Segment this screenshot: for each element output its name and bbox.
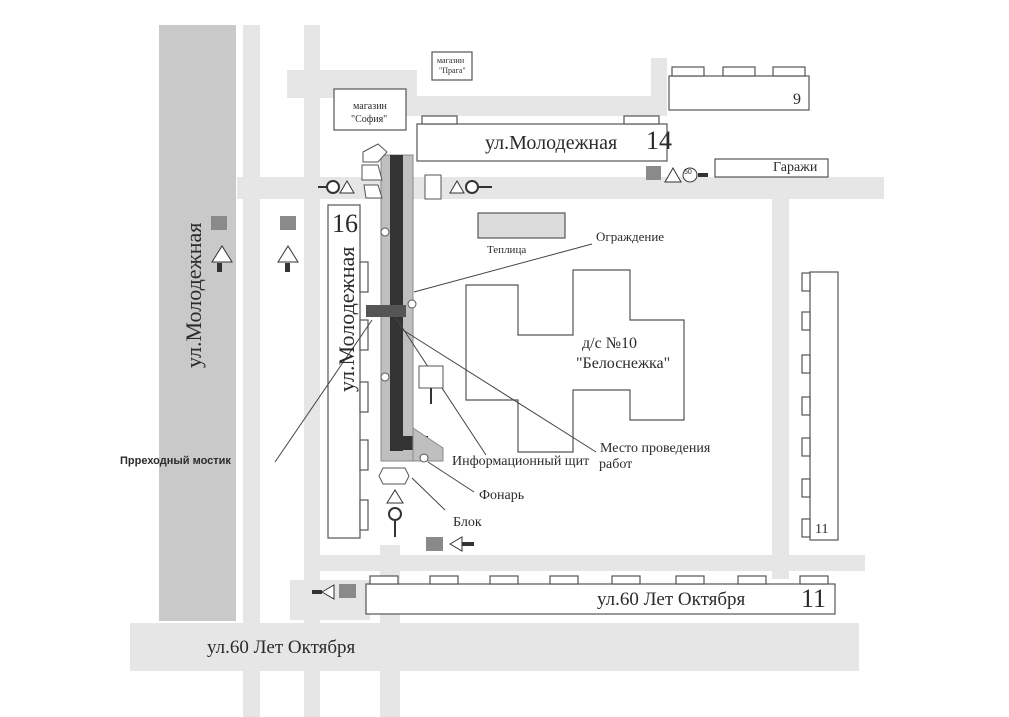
building-number-14: 14 [646, 126, 672, 155]
leader-block [411, 477, 446, 511]
concrete-block-mid [424, 174, 442, 200]
street-label-molodezhnaya-top: ул.Молодежная [485, 132, 618, 154]
road-works-sign-3-icon [386, 489, 404, 537]
road-lane-left [243, 25, 260, 717]
building-11-right-bay-3 [801, 354, 811, 374]
concrete-block-bottom [378, 467, 410, 485]
leader-lamp [427, 461, 475, 493]
road-bottom-connector [305, 555, 865, 571]
concrete-blocks-top [361, 143, 388, 199]
building-16 [327, 204, 361, 539]
buildings [327, 51, 839, 615]
building-number-16: 16 [332, 209, 358, 238]
shop-sofia-label-2: "София" [351, 114, 388, 125]
building-11-right-bay-1 [801, 272, 811, 292]
street-label-molodezhnaya-main: ул.Молодежная [181, 222, 206, 368]
shop-praga [431, 51, 473, 81]
building-16-bay-1 [359, 261, 369, 293]
building-14-bay-2 [623, 115, 660, 125]
footbridge-annotation: Прреходный мостик [120, 455, 231, 467]
road-oktyabrya [130, 623, 859, 671]
building-9-bay-3 [772, 66, 806, 77]
work-site-annotation-1: Место проведения [600, 441, 711, 456]
building-11-bottom-bay-5 [611, 575, 641, 585]
building-9-bay-1 [671, 66, 705, 77]
no-entry-sign-left-icon [318, 180, 355, 194]
building-9 [668, 75, 810, 111]
building-14-bay-1 [421, 115, 458, 125]
road-bottom-left [290, 580, 370, 620]
kindergarten-building [465, 269, 685, 453]
fence-post-2 [407, 299, 417, 309]
shop-praga-label-1: магазин [437, 56, 465, 65]
work-site-annotation-2: работ [599, 457, 633, 472]
lamp-annotation: Фонарь [479, 488, 525, 503]
fence-annotation: Ограждение [596, 229, 665, 244]
garages-building [714, 158, 829, 178]
building-11-right-bay-4 [801, 396, 811, 416]
building-9-bay-2 [722, 66, 756, 77]
building-16-bay-4 [359, 439, 369, 471]
garages-label: Гаражи [773, 160, 818, 175]
speed-limit-value: 50 [684, 169, 692, 176]
work-zone-trench [390, 155, 403, 451]
footbridge [366, 305, 406, 317]
work-zone-hatch-foot [412, 427, 444, 462]
building-11-bottom [365, 583, 836, 615]
building-11-bottom-bay-4 [549, 575, 579, 585]
street-label-oktyabrya-building: ул.60 Лет Октября [597, 589, 746, 610]
work-zone [361, 143, 444, 485]
building-11-bottom-bay-8 [799, 575, 829, 585]
traffic-signs [211, 166, 708, 600]
building-11-bottom-bay-1 [369, 575, 399, 585]
shop-sofia [333, 88, 407, 131]
road-works-sign-2-icon [277, 216, 299, 272]
leader-fence [413, 243, 593, 293]
info-board-icon [418, 365, 444, 404]
leader-work-site [402, 329, 597, 453]
kindergarten-label-1: д/с №10 [582, 335, 637, 352]
building-16-bay-2 [359, 319, 369, 351]
road-works-sign-icon [211, 216, 233, 272]
kindergarten-label-2: "Белоснежка" [576, 355, 671, 372]
road-top-horizontal [405, 96, 660, 116]
info-board-annotation: Информационный щит [452, 454, 590, 469]
no-entry-sign-right-icon [449, 180, 492, 194]
building-11-bottom-bay-2 [429, 575, 459, 585]
fence-post-1 [380, 227, 390, 237]
building-number-9: 9 [793, 91, 801, 108]
street-label-molodezhnaya-inner: ул.Молодежная [334, 246, 359, 392]
building-11-right-bay-5 [801, 437, 811, 457]
detour-sign-icon [426, 536, 474, 552]
leader-footbridge [274, 319, 373, 463]
building-number-11-right: 11 [815, 522, 829, 537]
greenhouse-building [477, 212, 566, 239]
shop-praga-label-2: "Прага" [439, 66, 466, 75]
building-11-bottom-bay-7 [737, 575, 767, 585]
fence-post-4 [419, 453, 429, 463]
road-right-vertical [772, 199, 789, 579]
building-16-bay-3 [359, 381, 369, 413]
street-label-oktyabrya-road: ул.60 Лет Октября [207, 637, 356, 658]
building-11-bottom-bay-6 [675, 575, 705, 585]
building-14 [416, 123, 668, 162]
block-annotation: Блок [453, 515, 482, 530]
detour-sign-bottom-icon [312, 584, 356, 600]
building-11-bottom-bay-3 [489, 575, 519, 585]
shop-sofia-label-1: магазин [353, 101, 387, 112]
road-top-right [651, 58, 667, 116]
building-11-right-bay-2 [801, 311, 811, 331]
building-11-right [809, 271, 839, 541]
building-number-11-bottom: 11 [801, 584, 827, 613]
road-molodezhnaya-main [159, 25, 236, 621]
speed-limit-sign-icon [646, 166, 708, 183]
fence-post-3 [380, 372, 390, 382]
building-11-right-bay-7 [801, 518, 811, 538]
greenhouse-label: Теплица [487, 244, 527, 256]
building-16-bay-5 [359, 499, 369, 531]
building-11-right-bay-6 [801, 478, 811, 498]
